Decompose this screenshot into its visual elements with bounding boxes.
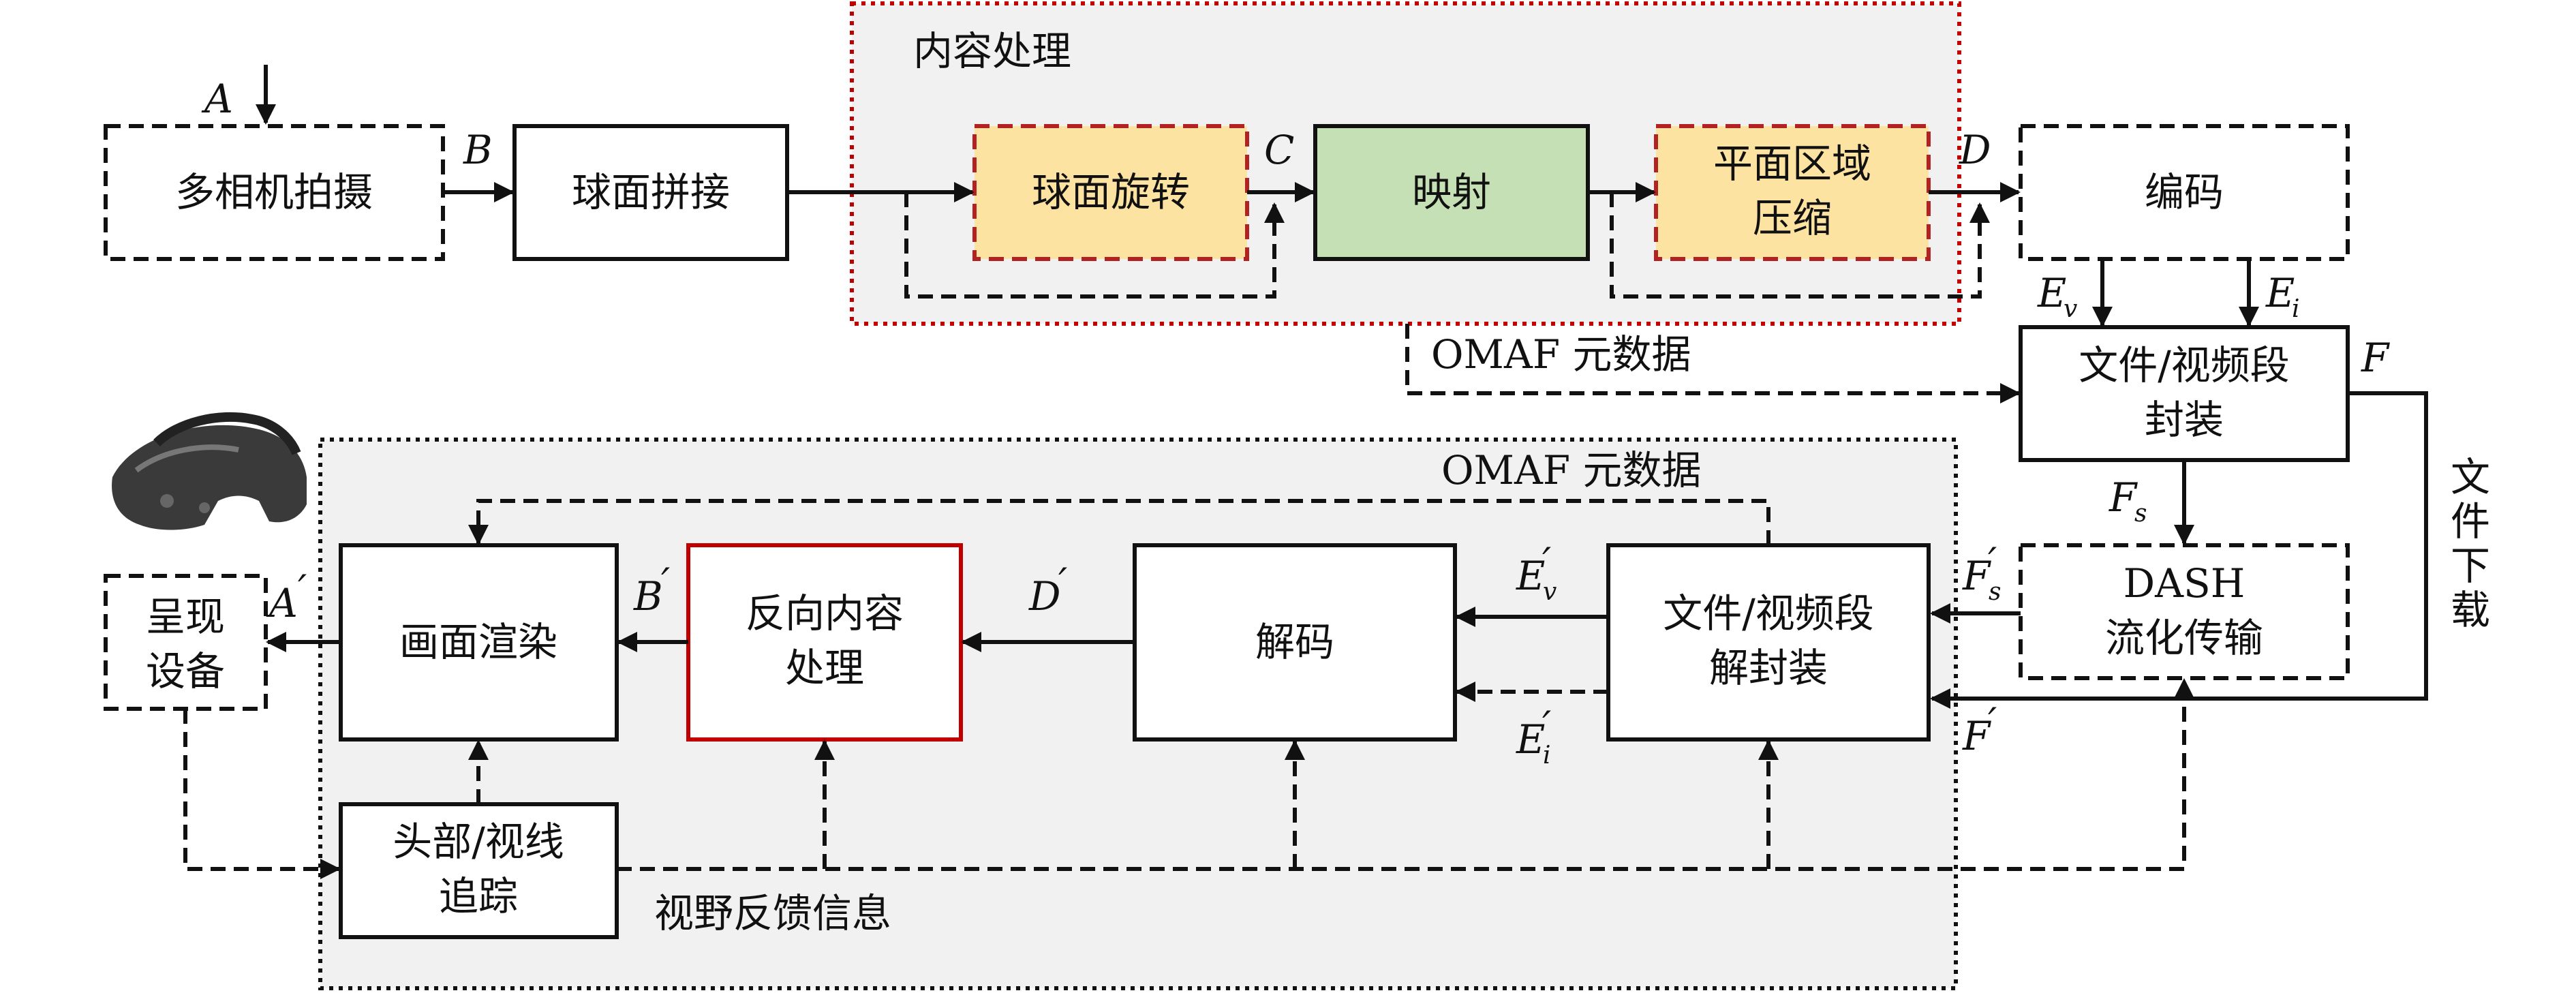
- svg-text:解码: 解码: [1255, 619, 1334, 665]
- viewport-feedback-label: 视野反馈信息: [654, 890, 891, 936]
- label-Fs: F s: [2109, 474, 2147, 528]
- svg-text:F: F: [1962, 553, 1991, 599]
- svg-text:B: B: [633, 573, 663, 620]
- svg-text:′: ′: [661, 560, 670, 606]
- svg-text:s: s: [1989, 578, 2001, 606]
- svg-text:多相机拍摄: 多相机拍摄: [175, 169, 373, 215]
- sphere-rotation-block: 球面旋转: [972, 124, 1249, 261]
- svg-text:设备: 设备: [146, 648, 225, 694]
- svg-text:画面渲染: 画面渲染: [399, 619, 557, 665]
- label-A-prime: A ′: [266, 566, 307, 626]
- head-tracking-block: 头部/视线 追踪: [339, 802, 619, 939]
- svg-text:E: E: [2265, 270, 2295, 316]
- svg-text:′: ′: [1988, 539, 1997, 585]
- svg-text:E: E: [2037, 270, 2066, 316]
- svg-text:′: ′: [1058, 560, 1067, 606]
- mapping-block: 映射: [1313, 124, 1590, 261]
- svg-text:v: v: [1543, 578, 1557, 606]
- svg-text:呈现: 呈现: [146, 594, 225, 640]
- label-B: B: [463, 127, 493, 173]
- svg-text:封装: 封装: [2145, 397, 2224, 443]
- svg-text:F: F: [1962, 713, 1991, 759]
- svg-text:追踪: 追踪: [439, 873, 518, 919]
- omaf-metadata-top-label: OMAF 元数据: [1431, 331, 1691, 378]
- svg-text:球面旋转: 球面旋转: [1032, 169, 1190, 215]
- svg-text:编码: 编码: [2145, 169, 2224, 215]
- svg-text:v: v: [2064, 295, 2077, 323]
- rendering-block: 画面渲染: [339, 543, 619, 742]
- svg-text:s: s: [2134, 500, 2147, 528]
- label-Ei: E i: [2265, 270, 2300, 323]
- sphere-stitch-block: 球面拼接: [512, 124, 789, 261]
- svg-text:反向内容: 反向内容: [746, 590, 904, 637]
- svg-text:文件/视频段: 文件/视频段: [2079, 342, 2290, 388]
- svg-text:′: ′: [1988, 699, 1997, 746]
- content-processing-title: 内容处理: [913, 28, 1071, 74]
- label-Ev-prime: E ′ v: [1516, 539, 1557, 606]
- region-wise-packing-block: 平面区域 压缩: [1654, 124, 1931, 261]
- encoding-block: 编码: [2019, 124, 2350, 261]
- svg-text:压缩: 压缩: [1753, 195, 1832, 241]
- file-encapsulation-block: 文件/视频段 封装: [2019, 325, 2350, 462]
- svg-text:E: E: [1516, 716, 1545, 763]
- dash-streaming-block: DASH 流化传输: [2019, 543, 2350, 680]
- label-A: A: [201, 76, 233, 122]
- file-download-label: 文 件 下 载: [2451, 454, 2490, 633]
- svg-text:文: 文: [2451, 454, 2490, 500]
- svg-text:D: D: [1028, 573, 1061, 620]
- svg-text:处理: 处理: [785, 645, 864, 691]
- omaf-metadata-bottom-label: OMAF 元数据: [1441, 447, 1702, 493]
- vr-headset-icon: [112, 412, 307, 530]
- svg-text:文件/视频段: 文件/视频段: [1663, 590, 1874, 637]
- label-F-prime: F ′: [1962, 699, 1997, 759]
- svg-text:球面拼接: 球面拼接: [572, 169, 730, 215]
- label-Fs-prime: F ′ s: [1962, 539, 2001, 606]
- svg-text:下: 下: [2451, 543, 2490, 589]
- svg-text:解封装: 解封装: [1709, 645, 1828, 691]
- svg-text:映射: 映射: [1412, 169, 1491, 215]
- svg-text:′: ′: [298, 566, 307, 613]
- svg-text:i: i: [2292, 295, 2300, 323]
- svg-text:头部/视线: 头部/视线: [393, 819, 564, 865]
- svg-text:′: ′: [1542, 539, 1551, 585]
- svg-text:平面区域: 平面区域: [1713, 140, 1871, 187]
- display-device-block: 呈现 设备: [104, 574, 268, 711]
- svg-text:i: i: [1543, 742, 1551, 769]
- svg-text:′: ′: [1542, 703, 1551, 749]
- label-Ei-prime: E ′ i: [1516, 703, 1551, 769]
- label-B-prime: B ′: [633, 560, 670, 620]
- svg-text:DASH: DASH: [2123, 560, 2245, 607]
- svg-text:载: 载: [2451, 587, 2490, 633]
- svg-text:A: A: [266, 580, 298, 626]
- multi-camera-block: 多相机拍摄: [104, 124, 445, 261]
- svg-text:件: 件: [2451, 498, 2490, 545]
- inverse-content-processing-block: 反向内容 处理: [686, 543, 963, 742]
- svg-text:流化传输: 流化传输: [2105, 615, 2263, 661]
- label-D: D: [1959, 127, 1991, 173]
- svg-text:F: F: [2109, 474, 2138, 521]
- label-C: C: [1264, 127, 1294, 173]
- svg-text:E: E: [1516, 553, 1545, 599]
- label-F: F: [2361, 335, 2390, 381]
- file-decapsulation-block: 文件/视频段 解封装: [1606, 543, 1931, 742]
- label-Ev: E v: [2037, 270, 2077, 323]
- label-D-prime: D ′: [1028, 560, 1067, 620]
- decoding-block: 解码: [1133, 543, 1457, 742]
